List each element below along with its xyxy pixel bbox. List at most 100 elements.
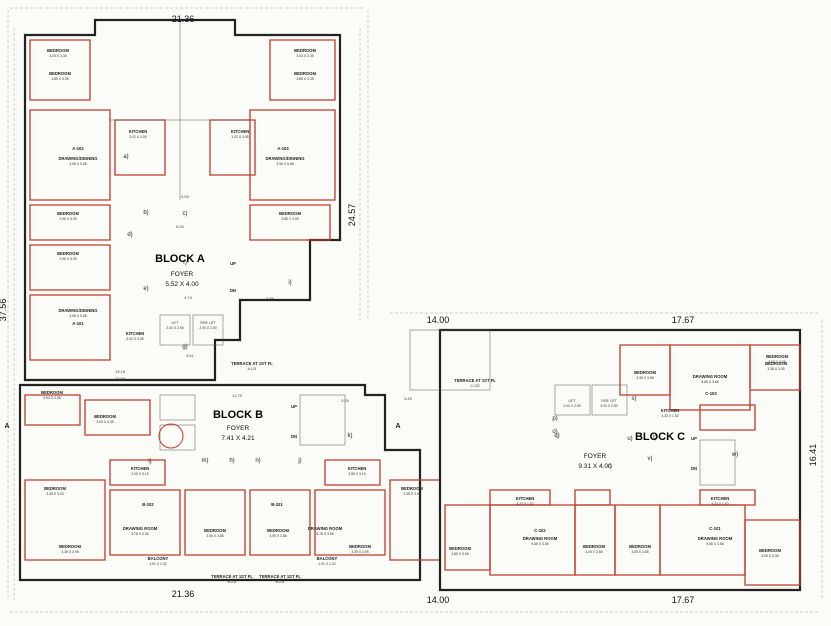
- room-size: 3.35 X 3.03: [46, 492, 63, 496]
- stair-dn-a: DN: [230, 288, 236, 293]
- block-c-foyer: FOYER: [584, 453, 607, 460]
- room-label: DRAWING/DINNING: [58, 156, 97, 161]
- room-label: TERRACE AT 1ST FL: [259, 574, 301, 579]
- room-size: 3.85 X 3.05: [281, 217, 298, 221]
- dim-offset-d: 4.74: [184, 295, 193, 300]
- stair-up-a: UP: [230, 261, 236, 266]
- room-label: BEDROOM: [766, 354, 788, 359]
- marker-label: h): [229, 458, 234, 464]
- room-size: 5.66 X 3.66: [701, 380, 718, 384]
- room-label: BEDROOM: [583, 544, 605, 549]
- room-label: DRAWING/DINNING: [58, 308, 97, 313]
- room-label: C-101: [709, 526, 721, 531]
- fire-lift-a-label: FIRE LIFT: [200, 321, 216, 325]
- marker-label: b): [143, 210, 148, 216]
- lift-a-size: 2.00 X 2.50: [166, 326, 183, 330]
- room-size: C-102: [470, 384, 479, 388]
- room-label: KITCHEN: [348, 466, 367, 471]
- marker-label: o): [552, 429, 557, 435]
- dim-left-overall: 37.56: [0, 299, 8, 322]
- room-label: BEDROOM: [57, 211, 79, 216]
- block-b-title: BLOCK B: [213, 409, 263, 421]
- block-c-walls: [409, 328, 802, 592]
- room-label: TERRACE AT 1ST FL: [454, 378, 496, 383]
- room-size: 3.85 X 3.35: [296, 77, 313, 81]
- block-b-foyer: FOYER: [227, 425, 250, 432]
- marker-label: g): [182, 344, 187, 350]
- room-size: B-102: [227, 580, 236, 584]
- room-size: 3.05 X 3.85: [631, 550, 648, 554]
- room-size: 3.85 X 3.65: [451, 552, 468, 556]
- block-b-walls: [18, 383, 441, 582]
- lift-c-label: LIFT: [569, 399, 576, 403]
- room-label: C-103: [705, 391, 717, 396]
- fire-lift-c-label: FIRE LIFT: [601, 399, 617, 403]
- room-size: 3.35 X 3.05: [767, 367, 784, 371]
- marker-label: v): [648, 456, 653, 462]
- room-label: DRAWING ROOM: [698, 536, 733, 541]
- marker-label: c): [183, 211, 188, 217]
- room-size: 1.91 X 1.02: [149, 562, 166, 566]
- marker-label: u): [627, 436, 632, 442]
- dim-c-top: 14.00: [427, 315, 450, 325]
- room-size: 3.05 X 3.35: [761, 554, 778, 558]
- room-label: BEDROOM: [267, 528, 289, 533]
- room-size: 3.02 X 3.05: [231, 135, 248, 139]
- room-size: 3.02 X 3.05: [129, 135, 146, 139]
- room-size: 3.02 X 3.05: [126, 337, 143, 341]
- room-size: 3.35 X 3.95: [61, 550, 78, 554]
- room-size: 3.85 X 3.35: [51, 77, 68, 81]
- room-size: 3.35 X 3.95: [351, 550, 368, 554]
- room-size: 4.33 X 1.52: [516, 502, 533, 506]
- room-label: BEDROOM: [47, 48, 69, 53]
- stair-dn-b: DN: [291, 434, 297, 439]
- room-label: DRAWING ROOM: [693, 374, 728, 379]
- room-size: 3.05 X 3.86: [206, 534, 223, 538]
- fire-lift-a-size: 2.00 X 2.50: [199, 326, 216, 330]
- dim-offset-a: 3.25: [341, 398, 350, 403]
- room-label: KITCHEN: [231, 129, 250, 134]
- lift-a-label: LIFT: [172, 321, 179, 325]
- room-label: BEDROOM: [294, 48, 316, 53]
- marker-label: m): [202, 458, 209, 464]
- room-label: KITCHEN: [131, 466, 150, 471]
- dim-b-inner2: 14.68: [115, 376, 126, 381]
- room-label: KITCHEN: [661, 408, 680, 413]
- room-label: A-103: [277, 146, 289, 151]
- dim-mid-height: 24.57: [347, 204, 357, 227]
- room-label: DRAWING/DINNING: [265, 156, 304, 161]
- room-label: BALCONY: [148, 556, 169, 561]
- room-label: KITCHEN: [126, 331, 145, 336]
- block-a-foyer-size: 5.52 X 4.00: [165, 281, 199, 288]
- room-size: 3.35 X 3.03: [403, 492, 420, 496]
- marker-label: r): [608, 464, 612, 470]
- marker-label: i): [288, 280, 291, 286]
- block-c-foyer-size: 9.31 X 4.00: [578, 463, 612, 470]
- room-size: 1.91 X 1.02: [318, 562, 335, 566]
- room-label: BEDROOM: [294, 71, 316, 76]
- dim-offset-f: 6.00: [176, 224, 185, 229]
- dim-offset-b: 3.45: [404, 396, 413, 401]
- room-size: B-101: [275, 580, 284, 584]
- room-size: 3.03 X 3.35: [296, 54, 313, 58]
- fire-lift-c-size: 2.00 X 2.50: [600, 404, 617, 408]
- room-label: BALCONY: [317, 556, 338, 561]
- marker-label: l): [148, 459, 151, 465]
- dim-offset-c: 4.61: [186, 353, 195, 358]
- marker-label: t): [653, 435, 657, 441]
- room-size: 3.85 X 3.15: [348, 472, 365, 476]
- lift-c-size: 2.00 X 2.50: [563, 404, 580, 408]
- room-label: BEDROOM: [349, 544, 371, 549]
- room-size: 5.78 X 3.96: [131, 532, 148, 536]
- room-label: BEDROOM: [449, 546, 471, 551]
- marker-label: e): [143, 286, 148, 292]
- room-label: B-101: [271, 502, 283, 507]
- room-label: BEDROOM: [401, 486, 423, 491]
- stair-up-b: UP: [291, 404, 297, 409]
- block-a-foyer: FOYER: [171, 271, 194, 278]
- room-size: 3.96 X 5.68: [69, 162, 86, 166]
- dim-c-mid: 17.67: [672, 315, 695, 325]
- room-label: BEDROOM: [279, 211, 301, 216]
